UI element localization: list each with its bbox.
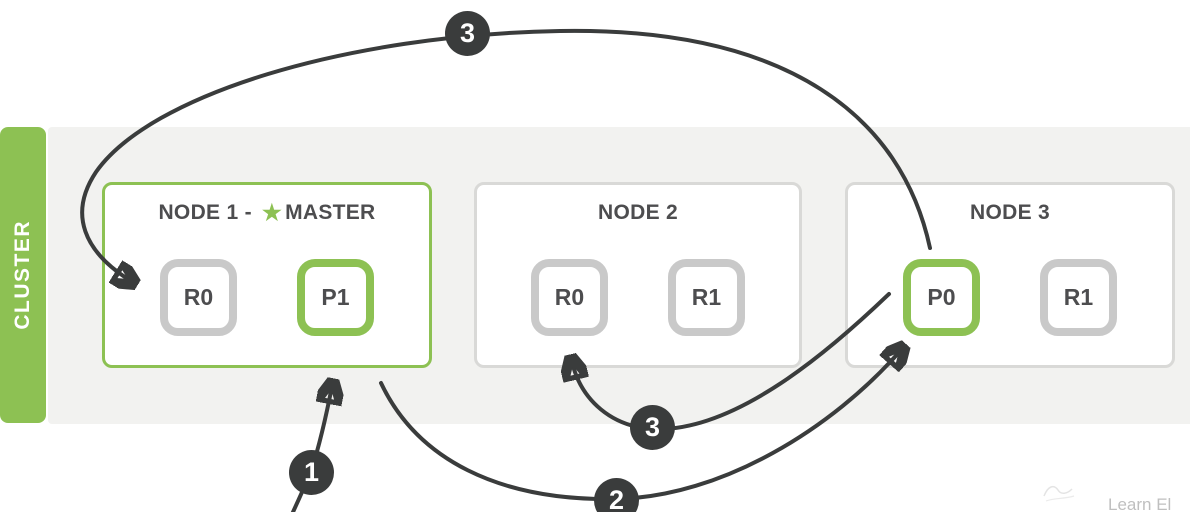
shard-label: R0 [183, 284, 214, 310]
node-2-shards: R0 R1 [477, 259, 799, 336]
node-2-name: NODE 2 [598, 201, 678, 224]
shard-node3-r1: R1 [1040, 259, 1117, 336]
shard-label: R0 [554, 284, 585, 310]
shard-label: R1 [691, 284, 722, 310]
shard-label: R1 [1063, 284, 1094, 310]
badge-number: 1 [303, 457, 320, 487]
node-3-box: NODE 3 P0 R1 [845, 182, 1175, 368]
node-3-shards: P0 R1 [848, 259, 1172, 336]
badge-number: 3 [459, 18, 476, 48]
node-3-name: NODE 3 [970, 201, 1050, 224]
shard-node2-r0: R0 [531, 259, 608, 336]
node-1-shards: R0 P1 [105, 259, 429, 336]
shard-node2-r1: R1 [668, 259, 745, 336]
shard-label: P1 [321, 284, 350, 310]
cluster-tab-label: CLUSTER [11, 220, 34, 330]
node-3-title: NODE 3 [848, 201, 1172, 225]
node-1-title-separator: - [238, 201, 259, 224]
shard-node1-p1: P1 [297, 259, 374, 336]
flow-badge-3-top: 3 [445, 11, 490, 56]
cluster-tab: CLUSTER [0, 127, 46, 423]
flow-badge-1: 1 [289, 450, 334, 495]
shard-label: P0 [927, 284, 956, 310]
node-1-box: NODE 1 - ★ MASTER R0 P1 [102, 182, 432, 368]
node-1-master-label: MASTER [285, 201, 376, 224]
badge-number: 2 [608, 485, 625, 512]
badge-number: 3 [644, 412, 661, 442]
flow-badge-3-bottom: 3 [630, 405, 675, 450]
watermark-text: Learn El [1108, 495, 1172, 512]
node-2-title: NODE 2 [477, 201, 799, 225]
master-star-icon: ★ [262, 200, 283, 225]
node-1-name: NODE 1 [158, 201, 239, 224]
flow-badge-2: 2 [594, 478, 639, 512]
watermark-logo [1043, 485, 1075, 502]
shard-node3-p0: P0 [903, 259, 980, 336]
shard-node1-r0: R0 [160, 259, 237, 336]
node-1-title: NODE 1 - ★ MASTER [105, 201, 429, 225]
node-2-box: NODE 2 R0 R1 [474, 182, 802, 368]
watermark: Learn El [1040, 478, 1190, 512]
